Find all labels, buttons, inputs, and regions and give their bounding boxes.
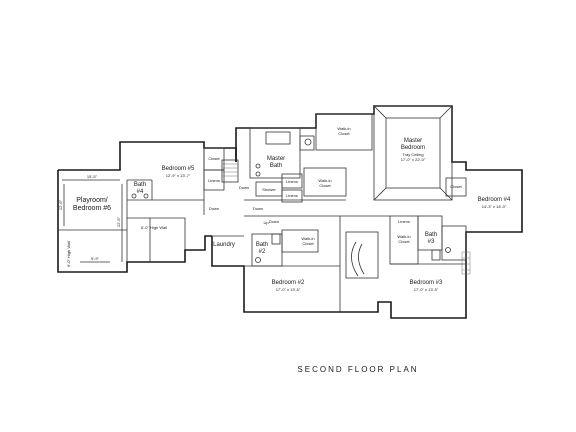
walkin-b3-sub: Closet [398,239,410,244]
plan-title: SECOND FLOOR PLAN [297,365,418,374]
playroom-sub: Bedroom #6 [73,205,111,212]
annotation-labels: Closet Linens Closet Linens Linens Linen… [66,156,463,267]
walkin-b2-label: Walk-in [301,236,314,241]
down-label-1: Down [239,185,249,190]
room-labels: Bedroom #5 12'-9" x 13'-7" Bath #4 Playr… [73,126,511,292]
bath2-number: #2 [259,249,266,255]
master-walkin-mid-sub: Closet [319,183,331,188]
bedroom5-dim: 12'-9" x 13'-7" [166,173,191,178]
bedroom4-dim: 14'-3" x 14'-0" [482,204,507,209]
master-walkin-top-sub: Closet [338,131,350,136]
master-bath-label: Master [267,156,285,162]
bath4-label: Bath [134,182,146,188]
closet-b5-label: Closet [208,156,220,161]
bedroom3-dim: 17'-0" x 13'-5" [414,287,439,292]
high-wall-label-2: 6'-0" High Wall [66,241,71,267]
bedroom3-name: Bedroom #3 [410,280,443,286]
master-bedroom-ceiling: Tray Ceiling [402,152,423,157]
master-bedroom-label: Master [404,138,422,144]
linens-master-1-label: Linens [286,179,298,184]
down-label-2: Down [209,206,219,211]
master-bedroom-sub: Bedroom [401,145,425,151]
linens-master-2-label: Linens [286,193,298,198]
bedroom2-dim: 17'-0" x 13'-5" [276,287,301,292]
up-label: Up [263,220,269,225]
bedroom5-name: Bedroom #5 [162,166,195,172]
master-walkin-top-label: Walk-in [337,126,350,131]
down-label-4: Down [269,219,279,224]
fixtures [131,138,451,263]
laundry-label: Laundry [213,242,235,248]
interior-walls [58,105,471,312]
dim-right: 22'-5" [116,216,121,227]
bath2-label: Bath [256,242,268,248]
bath3-label: Bath [425,232,437,238]
bedroom2-name: Bedroom #2 [272,280,305,286]
dimension-lines: 15'-5" 12'-6" 22'-5" 9'-9" [58,174,123,263]
linens-b3-label: Linens [398,219,410,224]
playroom-label: Playroom/ [76,197,108,204]
bedroom4-name: Bedroom #4 [478,197,511,203]
master-walkin-mid-label: Walk-in [318,178,331,183]
bath3-number: #3 [428,239,435,245]
master-bath-sub: Bath [270,163,282,169]
dim-top: 15'-5" [87,174,98,179]
walkin-b3-label: Walk-in [397,234,410,239]
closet-b4-label: Closet [450,184,462,189]
down-label-3: Down [253,206,263,211]
walkin-b2-sub: Closet [302,241,314,246]
linens-b5-label: Linens [208,178,220,183]
high-wall-label-1: 6'-0" High Wall [141,225,167,230]
dim-left: 12'-6" [58,199,63,210]
bath4-number: #4 [137,189,144,195]
master-bedroom-dim: 17'-0" x 22'-0" [401,157,426,162]
shower-label: Shower [262,187,276,192]
dim-bottom: 9'-9" [91,256,100,261]
